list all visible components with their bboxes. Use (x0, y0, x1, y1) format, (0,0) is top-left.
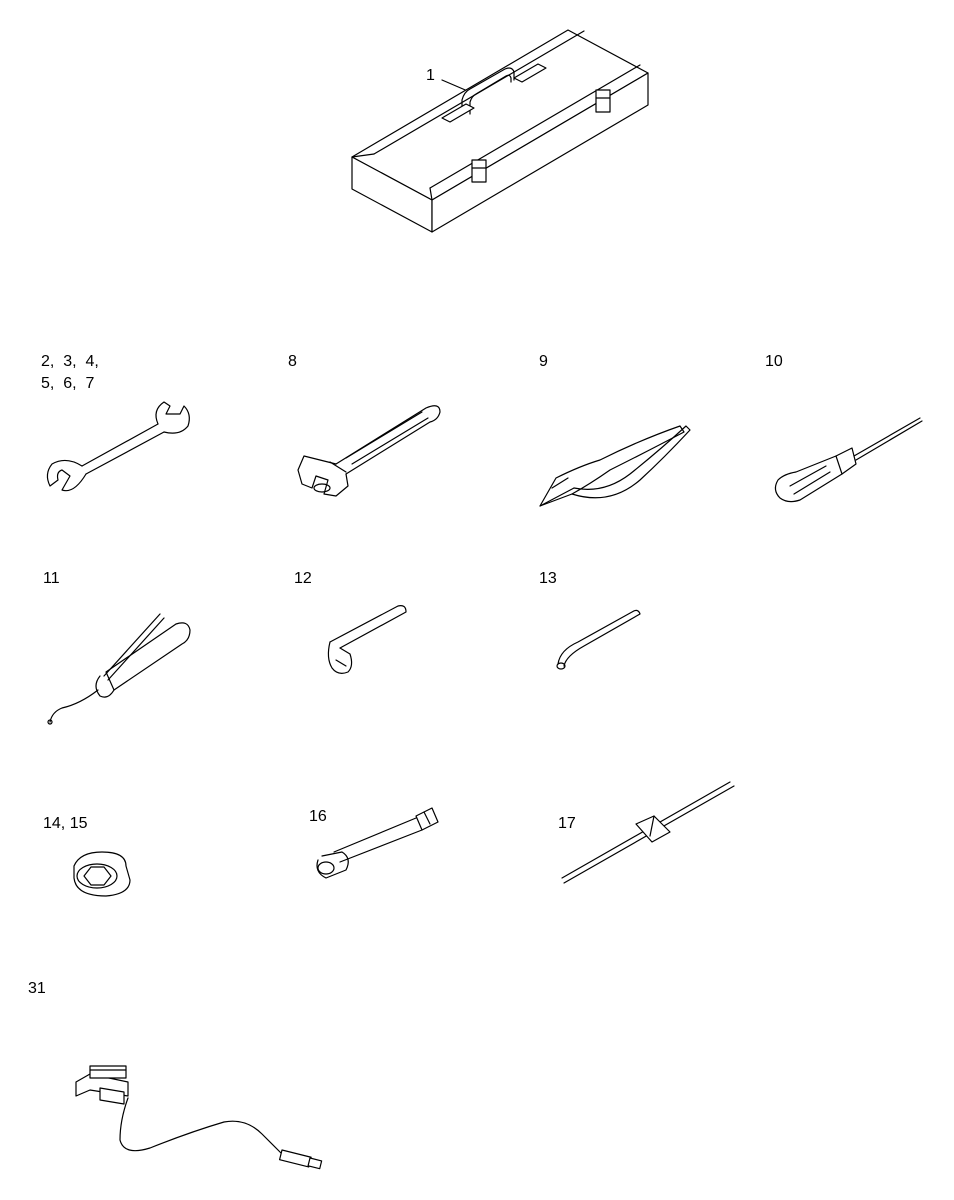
label-part-2-4: 2, 3, 4, (41, 353, 99, 370)
label-part-31: 31 (28, 980, 46, 997)
socket-drawing (73, 851, 131, 897)
label-part-13: 13 (539, 570, 557, 587)
label-part-16: 16 (309, 808, 327, 825)
label-part-14-15: 14, 15 (43, 815, 88, 832)
hex-key-drawing (327, 605, 407, 674)
label-part-1: 1 (426, 67, 435, 84)
t-handle-drawing (561, 781, 735, 884)
diagnostic-cable-drawing (75, 1065, 323, 1170)
grease-gun-drawing (47, 613, 191, 725)
pliers-drawing (539, 425, 691, 507)
label-part-5-7: 5, 6, 7 (41, 375, 95, 392)
screwdriver-drawing (774, 417, 923, 503)
label-part-11: 11 (43, 570, 60, 587)
tommy-bar-drawing (556, 609, 641, 670)
label-part-12: 12 (294, 570, 312, 587)
box-wrench-drawing (316, 807, 439, 879)
adjustable-wrench-drawing (297, 405, 441, 497)
open-end-wrench-drawing (46, 401, 190, 492)
label-part-17: 17 (558, 815, 576, 832)
label-part-8: 8 (288, 353, 297, 370)
label-part-9: 9 (539, 353, 548, 370)
label-part-10: 10 (765, 353, 783, 370)
toolbox-drawing (351, 29, 649, 233)
